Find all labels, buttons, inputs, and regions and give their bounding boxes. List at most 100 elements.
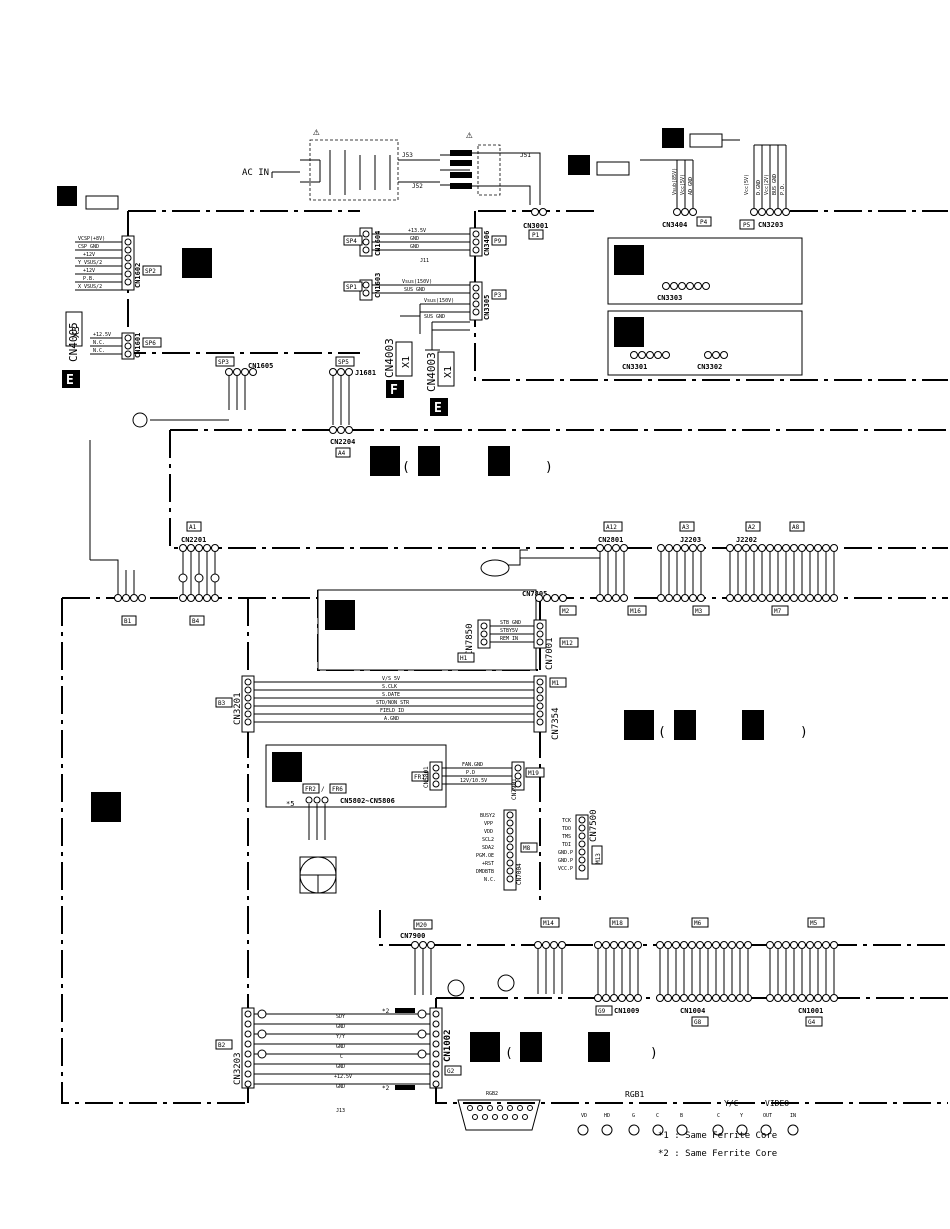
connector-cn3305: P3 CN3305	[469, 281, 507, 321]
warning-icon: ⚠	[466, 128, 473, 141]
connector-m5: M5	[766, 917, 838, 949]
connector-cn3303: CN3303	[657, 282, 710, 302]
svg-text:CN7001: CN7001	[545, 637, 555, 670]
svg-text:B3: B3	[218, 700, 226, 707]
svg-text:(: (	[402, 460, 410, 475]
svg-text:): )	[650, 1046, 658, 1061]
svg-text:DMDBTB: DMDBTB	[476, 869, 494, 875]
svg-text:GND: GND	[336, 1064, 345, 1070]
svg-text:G2: G2	[447, 1068, 455, 1075]
cable-loop-icon	[480, 559, 510, 577]
svg-text:*2: *2	[382, 1008, 390, 1015]
svg-text:P3: P3	[494, 292, 502, 299]
svg-text:A2: A2	[748, 524, 756, 531]
svg-text:RGB2: RGB2	[486, 1091, 498, 1097]
connector-cn3001: P1 CN3001	[523, 208, 548, 240]
svg-text:C: C	[656, 1113, 659, 1119]
svg-text:REM IN: REM IN	[500, 636, 518, 642]
svg-text:SUS GND: SUS GND	[404, 287, 425, 293]
svg-text:FR1: FR1	[414, 774, 425, 781]
svg-text:P9: P9	[494, 238, 502, 245]
svg-text:CN2801: CN2801	[598, 536, 623, 544]
svg-text:CN7805: CN7805	[522, 590, 547, 598]
svg-text:M13: M13	[595, 853, 602, 864]
connector-cn3203: P5 CN3203	[739, 208, 790, 230]
svg-text:CN3406: CN3406	[483, 231, 491, 256]
connector-m7: M7	[726, 594, 838, 616]
connector-cn7900: M20 CN7900	[400, 919, 435, 949]
svg-text:Vsus(150V): Vsus(150V)	[402, 279, 432, 285]
svg-text:+12V: +12V	[83, 252, 95, 258]
svg-text:SUS GND: SUS GND	[424, 314, 445, 320]
svg-text:B2: B2	[218, 1042, 226, 1049]
svg-text:VPP: VPP	[484, 821, 493, 827]
connector-cn1601: CN1601 SP6	[121, 332, 162, 360]
connector-cn3301: CN3301	[622, 351, 670, 371]
x1-tag: X1	[401, 356, 412, 368]
svg-text:N.C.: N.C.	[93, 340, 105, 346]
svg-text:P1: P1	[532, 232, 540, 239]
svg-text:VCC.P: VCC.P	[558, 866, 573, 872]
svg-text:Vcc(5V): Vcc(5V)	[744, 174, 750, 195]
connector-cn3406: P9 CN3406	[469, 227, 507, 257]
svg-text:P5: P5	[743, 222, 751, 229]
connector-m6: M6	[656, 917, 752, 949]
svg-text:J13: J13	[336, 1108, 345, 1114]
connector-j1681: SP5 J1681	[329, 356, 376, 377]
svg-text:P.B.: P.B.	[83, 276, 95, 282]
svg-text:+13.5V: +13.5V	[408, 228, 426, 234]
svg-text:12V/10.5V: 12V/10.5V	[460, 778, 487, 784]
svg-text:GND: GND	[410, 244, 419, 250]
star5-note: *5	[286, 800, 294, 808]
svg-text:CN3201: CN3201	[233, 692, 243, 725]
svg-text:CN5802~CN5806: CN5802~CN5806	[340, 797, 395, 805]
svg-text:(: (	[658, 725, 666, 740]
svg-text:J52: J52	[412, 183, 423, 190]
svg-text:GND: GND	[336, 1084, 345, 1090]
svg-text:CN1605: CN1605	[248, 362, 273, 370]
svg-text:M3: M3	[695, 608, 703, 615]
ferrite-cores	[450, 150, 472, 189]
svg-text:J1681: J1681	[355, 369, 376, 377]
cn4003-label: CN4003	[383, 338, 396, 378]
svg-text:M12: M12	[562, 640, 573, 647]
connector-cn3201: CN3201 B3	[215, 675, 255, 733]
svg-text:CN3203: CN3203	[233, 1052, 243, 1085]
ferrite-note-2: *2 : Same Ferrite Core	[658, 1149, 777, 1159]
svg-text:VIDEO: VIDEO	[765, 1099, 789, 1108]
connector-cn2801: A12 CN2801	[596, 521, 628, 552]
svg-text:M14: M14	[543, 920, 554, 927]
connector-cn5801: FR1 CN5801	[411, 761, 443, 791]
connector-cn3203b: CN3203 B2	[215, 1007, 255, 1089]
svg-text:SP3: SP3	[218, 359, 229, 366]
svg-text:GND.P: GND.P	[558, 850, 573, 856]
svg-text:TMS: TMS	[562, 834, 571, 840]
x3-tag: X3	[71, 326, 82, 338]
connector-cn1604: SP4 CN1604	[343, 227, 382, 257]
svg-text:CN3305: CN3305	[483, 295, 491, 320]
cable-loop-icon	[497, 974, 515, 992]
svg-text:M5: M5	[810, 920, 818, 927]
svg-text:P.D: P.D	[466, 770, 475, 776]
svg-text:TDI: TDI	[562, 842, 571, 848]
svg-text:CN1004: CN1004	[680, 1007, 705, 1015]
svg-text:CN1001: CN1001	[798, 1007, 823, 1015]
svg-text:TDO: TDO	[562, 826, 571, 832]
svg-text:FR6: FR6	[332, 786, 343, 793]
connector-b4: B4	[179, 594, 219, 626]
svg-text:Vsus(150V): Vsus(150V)	[424, 298, 454, 304]
svg-text:CN7850: CN7850	[465, 623, 475, 656]
svg-text:A1: A1	[189, 524, 197, 531]
svg-text:Y VSUS/2: Y VSUS/2	[78, 260, 102, 266]
cable-loop-icon	[447, 979, 465, 997]
svg-text:CN7354: CN7354	[551, 707, 561, 740]
connector-cn7354: CN7354 M1	[533, 675, 567, 740]
svg-text:FR2: FR2	[305, 786, 316, 793]
svg-text:): )	[800, 725, 808, 740]
svg-text:G8: G8	[694, 1019, 702, 1026]
svg-text:CN2204: CN2204	[330, 438, 355, 446]
connector-m16: M16	[596, 594, 647, 616]
svg-text:M20: M20	[416, 922, 427, 929]
svg-text:RGB1: RGB1	[625, 1090, 644, 1099]
edge-letter-e: E	[66, 373, 74, 388]
